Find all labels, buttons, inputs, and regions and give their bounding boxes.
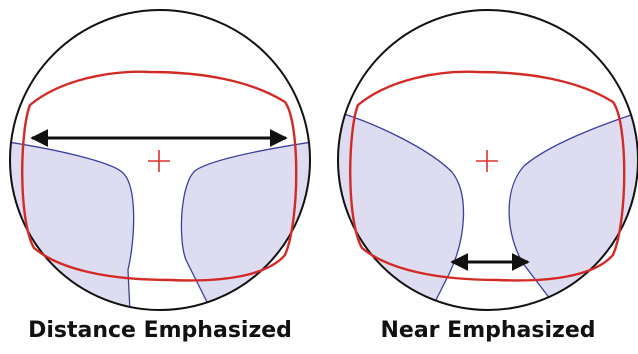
lens-near-emphasized [337,9,638,311]
peripheral-zone-left [10,141,135,310]
lens-distance-emphasized [9,9,311,311]
lens-outline [337,9,638,311]
lens-outline [9,9,311,311]
fitting-cross [148,150,170,172]
peripheral-zone-left [338,111,465,310]
peripheral-zone-right [180,141,310,310]
frame-outline [349,70,626,282]
caption-distance-emphasized: Distance Emphasized [28,318,292,343]
caption-near-emphasized: Near Emphasized [380,318,596,343]
frame-outline [21,70,298,282]
fitting-cross [476,150,498,172]
